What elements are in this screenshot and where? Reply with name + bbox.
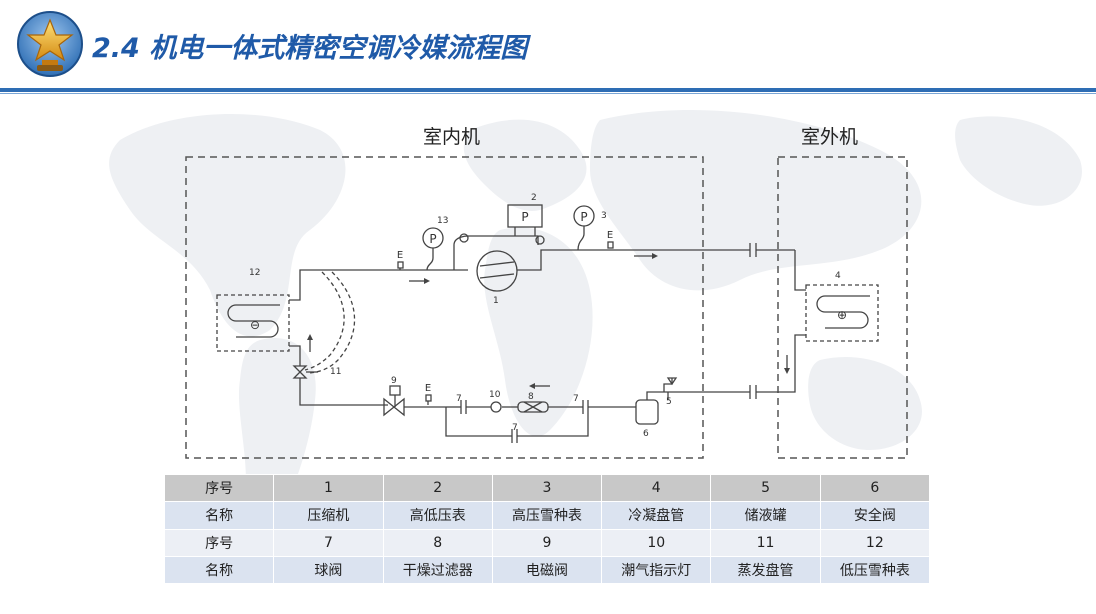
compressor: [476, 250, 518, 292]
table-cell: 低压雪种表: [819, 555, 931, 585]
outdoor-unit-boundary: [777, 156, 908, 459]
table-cell: 储液罐: [710, 501, 821, 530]
slide-title: 2.4 机电一体式精密空调冷媒流程图: [92, 33, 528, 64]
table-cell: 1: [273, 473, 384, 503]
table-cell: 3: [491, 473, 603, 503]
table-cell: 电磁阀: [491, 555, 603, 585]
table-cell: 序号: [163, 528, 275, 557]
component-number-7-left: 7: [456, 394, 462, 404]
table-cell: 名称: [163, 501, 275, 530]
table-cell: 2: [382, 473, 493, 503]
table-cell: 9: [491, 528, 603, 557]
component-number-10: 10: [489, 390, 501, 400]
component-number-8: 8: [528, 392, 534, 402]
table-row: 名称 压缩机 高低压表 高压雪种表 冷凝盘管 储液罐 安全阀: [163, 501, 931, 530]
evaporator-coil-box: [216, 294, 290, 352]
table-cell: 压缩机: [273, 501, 384, 530]
table-cell: 名称: [163, 555, 275, 585]
component-number-9: 9: [391, 376, 397, 386]
component-number-1: 1: [493, 296, 499, 306]
table-cell: 5: [710, 473, 821, 503]
gauge-letter-3: P: [580, 210, 587, 224]
condenser-symbol: ⊕: [837, 308, 847, 322]
indoor-unit-label: 室内机: [423, 126, 481, 148]
pressure-gauge-box: [507, 204, 543, 228]
slide-header: 2.4 机电一体式精密空调冷媒流程图: [0, 0, 1096, 96]
table-cell: 4: [601, 473, 712, 503]
port-letter-discharge: E: [607, 230, 613, 241]
table-row: 序号 1 2 3 4 5 6: [163, 473, 931, 503]
table-cell: 11: [710, 528, 821, 557]
table-cell: 7: [273, 528, 384, 557]
liquid-receiver: [635, 399, 659, 425]
component-legend-table: 序号 1 2 3 4 5 6 名称 压缩机 高低压表 高压雪种表 冷凝盘管 储液…: [163, 473, 931, 585]
component-number-2: 2: [531, 193, 537, 203]
solenoid-valve: [383, 397, 405, 417]
table-row: 名称 球阀 干燥过滤器 电磁阀 潮气指示灯 蒸发盘管 低压雪种表: [163, 555, 931, 585]
evaporator-coil-tube: [227, 304, 280, 338]
table-cell: 高压雪种表: [491, 501, 603, 530]
expansion-valve: [292, 365, 308, 379]
table-cell: 球阀: [273, 555, 384, 585]
table-cell: 10: [601, 528, 712, 557]
component-number-13: 13: [437, 216, 448, 226]
gauge-letter-2: P: [521, 210, 528, 224]
component-number-3: 3: [601, 211, 607, 221]
component-number-11: 11: [330, 367, 341, 377]
condenser-coil-box: [805, 284, 879, 342]
moisture-indicator: [490, 401, 502, 413]
component-number-7-right: 7: [573, 394, 579, 404]
table-cell: 8: [382, 528, 493, 557]
table-cell: 潮气指示灯: [601, 555, 712, 585]
star-trophy-icon: [17, 11, 83, 77]
port-letter-suction: E: [397, 250, 403, 261]
table-cell: 12: [819, 528, 931, 557]
table-row: 序号 7 8 9 10 11 12: [163, 528, 931, 557]
component-number-12: 12: [249, 268, 260, 278]
condenser-coil-tube: [816, 295, 870, 329]
header-rule-thin: [0, 93, 1096, 94]
component-number-7-bypass: 7: [512, 423, 518, 433]
table-cell: 蒸发盘管: [710, 555, 821, 585]
component-number-5: 5: [666, 397, 672, 407]
header-rule: [0, 88, 1096, 92]
table-cell: 序号: [163, 473, 275, 503]
evaporator-symbol: ⊖: [250, 318, 260, 332]
table-cell: 干燥过滤器: [382, 555, 493, 585]
component-number-6: 6: [643, 429, 649, 439]
table-cell: 安全阀: [819, 501, 931, 530]
table-cell: 冷凝盘管: [601, 501, 712, 530]
table-cell: 6: [819, 473, 931, 503]
indoor-unit-boundary: [185, 156, 704, 459]
gauge-letter-13: P: [429, 232, 436, 246]
outdoor-unit-label: 室外机: [801, 126, 859, 148]
port-letter-liquid: E: [425, 383, 431, 394]
component-number-4: 4: [835, 271, 841, 281]
table-cell: 高低压表: [382, 501, 493, 530]
